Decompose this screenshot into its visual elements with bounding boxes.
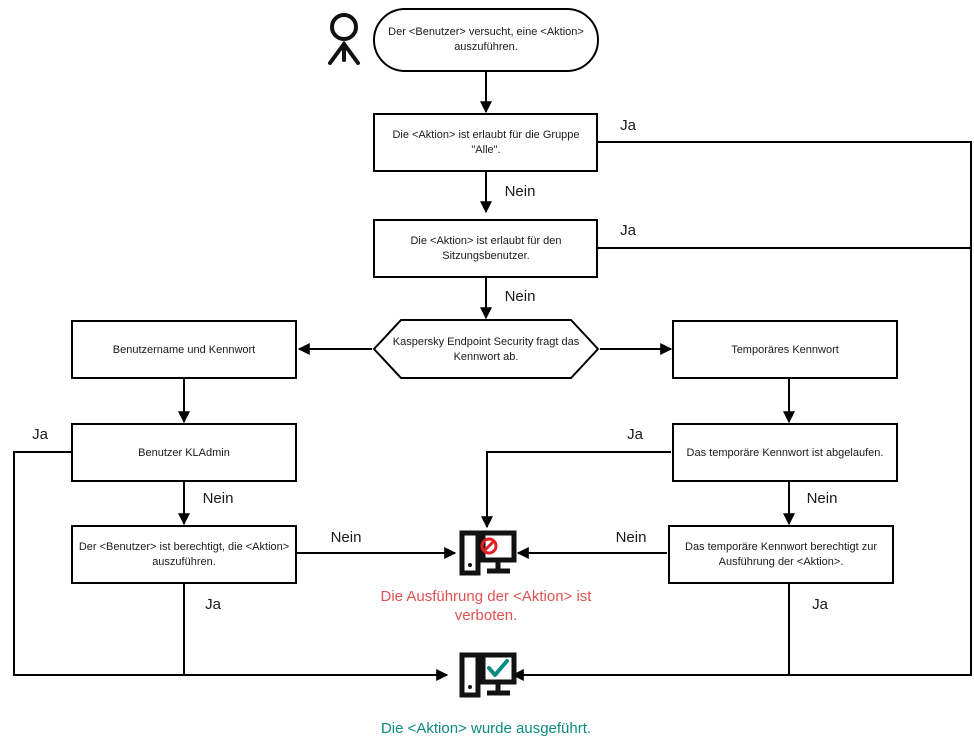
node-start-line2: auszuführen. (454, 41, 518, 53)
edge-label-authorized-yes: Ja (205, 596, 222, 613)
node-start: Der <Benutzer> versucht, eine <Aktion> a… (373, 8, 599, 72)
edge-label-tempauth-yes: Ja (812, 596, 829, 613)
node-temp-auth-line1: Das temporäre Kennwort berechtigt zur (685, 541, 877, 553)
node-session-user-line2: Sitzungsbenutzer. (442, 250, 529, 262)
node-temp-password-expired: Das temporäre Kennwort ist abgelaufen. (672, 423, 898, 482)
person-icon (328, 13, 360, 65)
node-user-kladmin-label: Benutzer KLAdmin (138, 447, 230, 459)
node-allowed-group-all: Die <Aktion> ist erlaubt für die Gruppe … (373, 113, 598, 172)
node-temp-password-authorizes: Das temporäre Kennwort berechtigt zur Au… (668, 525, 894, 584)
edge-label-expired-yes: Ja (627, 426, 644, 443)
edge-kladmin-yes (13, 451, 449, 681)
allowed-caption-line1: Die <Aktion> wurde ausgeführt. (381, 720, 591, 737)
node-temporary-password: Temporäres Kennwort (672, 320, 898, 379)
edge-expired-yes (481, 451, 671, 529)
node-username-password-label: Benutzername und Kennwort (113, 344, 255, 356)
denied-caption-line1: Die Ausführung der <Aktion> ist (381, 588, 593, 605)
edge-label-tempauth-no: Nein (616, 529, 647, 546)
node-user-authorized: Der <Benutzer> ist berechtigt, die <Akti… (71, 525, 297, 584)
edge-label-expired-no: Nein (807, 490, 838, 507)
node-kes-line2: Kennwort ab. (454, 351, 519, 363)
node-start-line1: Der <Benutzer> versucht, eine <Aktion> (388, 26, 584, 38)
edge-label-group-all-no: Nein (505, 183, 536, 200)
node-user-authorized-line2: auszuführen. (152, 556, 216, 568)
node-temporary-password-label: Temporäres Kennwort (731, 344, 839, 356)
denied-caption-line2: verboten. (455, 607, 518, 624)
node-temp-auth-line2: Ausführung der <Aktion>. (719, 556, 844, 568)
computer-allowed-icon (459, 652, 517, 698)
node-username-password: Benutzername und Kennwort (71, 320, 297, 379)
edge-label-kladmin-no: Nein (203, 490, 234, 507)
computer-denied-icon (459, 530, 517, 576)
node-session-user-line1: Die <Aktion> ist erlaubt für den (410, 235, 561, 247)
node-allowed-session-user: Die <Aktion> ist erlaubt für den Sitzung… (373, 219, 598, 278)
node-temp-expired-label: Das temporäre Kennwort ist abgelaufen. (687, 447, 884, 459)
edge-label-authorized-no: Nein (331, 529, 362, 546)
node-user-kladmin: Benutzer KLAdmin (71, 423, 297, 482)
edge-label-session-user-no: Nein (505, 288, 536, 305)
edge-label-group-all-yes: Ja (620, 117, 637, 134)
edge-label-kladmin-yes: Ja (32, 426, 49, 443)
edge-group (13, 71, 972, 681)
node-group-all-line2: "Alle". (471, 144, 500, 156)
node-group-all-line1: Die <Aktion> ist erlaubt für die Gruppe (392, 129, 579, 141)
node-kes-line1: Kaspersky Endpoint Security fragt das (393, 336, 580, 348)
node-user-authorized-line1: Der <Benutzer> ist berechtigt, die <Akti… (79, 541, 289, 553)
edge-group-yes (511, 141, 972, 681)
node-kes-asks-password: Kaspersky Endpoint Security fragt das Ke… (372, 319, 600, 379)
edge-label-session-user-yes: Ja (620, 222, 637, 239)
